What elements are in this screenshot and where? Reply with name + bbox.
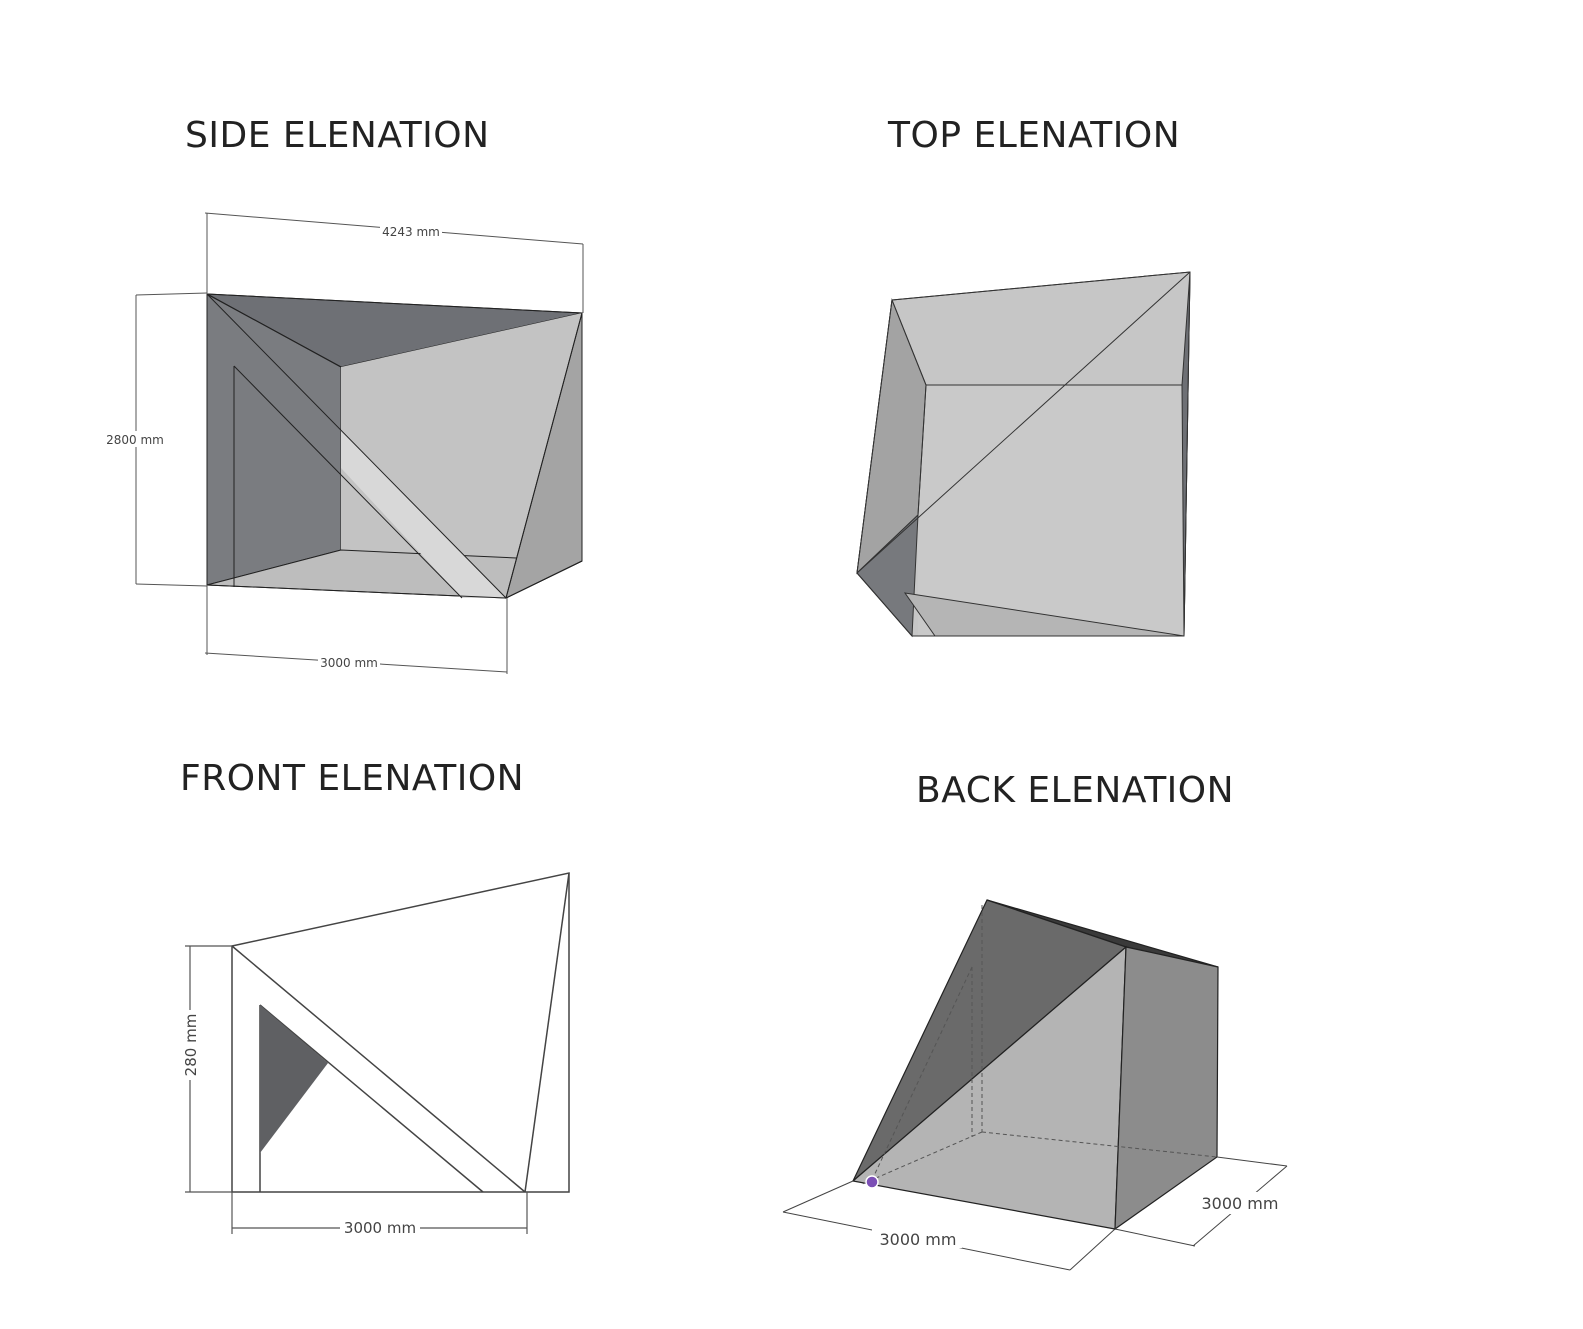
side-elevation-drawing [206, 293, 583, 599]
front-dark-triangle [260, 1005, 328, 1153]
top-elevation-title: TOP ELENATION [888, 115, 1181, 156]
front-dim-height: 280 mm [182, 1014, 200, 1077]
top-inner-face [918, 385, 1184, 636]
back-dim-width: 3000 mm [880, 1230, 957, 1249]
back-dim-depth: 3000 mm [1202, 1194, 1279, 1213]
front-elevation-drawing [231, 872, 570, 1193]
back-elevation-drawing [851, 899, 1219, 1231]
top-elevation-drawing [856, 271, 1191, 638]
front-elevation-title: FRONT ELENATION [180, 758, 525, 799]
side-dim-height: 2800 mm [106, 433, 164, 447]
front-dim-width: 3000 mm [344, 1219, 416, 1237]
back-right-face [1114, 946, 1219, 1231]
selection-point-marker [865, 1175, 879, 1189]
side-elevation-title: SIDE ELENATION [185, 115, 490, 156]
side-dim-depth: 3000 mm [320, 656, 378, 670]
side-dim-width: 4243 mm [382, 225, 440, 239]
back-elevation-title: BACK ELENATION [916, 770, 1235, 811]
